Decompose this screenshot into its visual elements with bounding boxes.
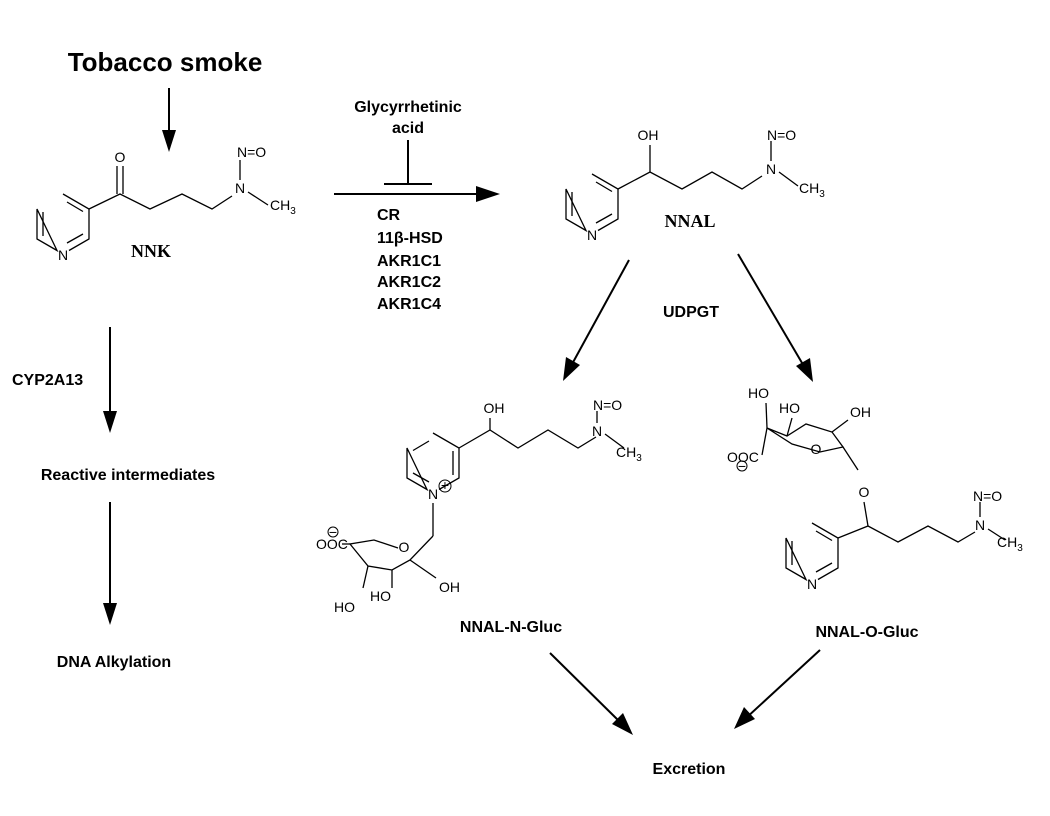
nnal-n-gluc-structure: N + OH N N=O CH3 O OOC − HO HO OH [316,397,642,615]
label-excretion: Excretion [653,761,726,778]
enzyme-udpgt: UDPGT [663,304,719,321]
svg-text:N: N [807,576,817,592]
enzyme-cr: CR [377,207,401,224]
arrow-smoke-to-nnk [162,88,176,152]
enzyme-11b-hsd: 11β-HSD [377,230,443,247]
svg-text:N: N [587,227,597,243]
svg-text:CH3: CH3 [616,444,642,464]
svg-text:−: − [329,524,337,540]
enzyme-cyp2a13: CYP2A13 [12,372,83,389]
inhibitor-label-line2: acid [392,120,424,137]
nnal-o-gluc-structure: O HO HO OH OOC − O N N N=O CH3 [727,385,1023,592]
svg-text:CH3: CH3 [799,180,825,200]
label-reactive-intermediates: Reactive intermediates [41,467,215,484]
label-nnal-o-gluc: NNAL-O-Gluc [815,624,918,641]
svg-text:O: O [115,149,126,165]
svg-text:N=O: N=O [237,144,266,160]
svg-text:N: N [428,486,438,502]
arrow-reactive-to-dna [103,502,117,625]
enzyme-akr1c2: AKR1C2 [377,274,441,291]
arrow-nnal-to-o-gluc [737,253,813,382]
label-dna-alkylation: DNA Alkylation [57,654,171,671]
label-nnk: NNK [131,241,171,261]
svg-text:OOC: OOC [316,536,348,552]
svg-text:OH: OH [638,127,659,143]
arrow-nnk-to-reactive [103,327,117,433]
arrow-nnk-to-nnal [334,186,500,202]
svg-text:+: + [441,477,449,493]
svg-text:−: − [738,458,746,474]
title-tobacco-smoke: Tobacco smoke [68,47,263,77]
nnk-structure: N O N N=O CH3 [36,144,296,263]
svg-text:N: N [592,423,602,439]
svg-text:N: N [58,247,68,263]
svg-text:N=O: N=O [593,397,622,413]
svg-text:OOC: OOC [727,449,759,465]
svg-text:HO: HO [779,400,800,416]
label-nnal-n-gluc: NNAL-N-Gluc [460,619,562,636]
arrow-n-gluc-to-excretion [549,652,633,735]
svg-text:O: O [811,441,822,457]
svg-text:HO: HO [370,588,391,604]
svg-text:O: O [859,484,870,500]
label-nnal: NNAL [664,211,715,231]
arrow-nnal-to-n-gluc [563,259,630,381]
enzyme-akr1c4: AKR1C4 [377,296,441,313]
arrow-o-gluc-to-excretion [734,649,821,729]
svg-text:N: N [975,517,985,533]
svg-text:O: O [399,539,410,555]
svg-text:N=O: N=O [973,488,1002,504]
svg-text:HO: HO [334,599,355,615]
svg-text:OH: OH [850,404,871,420]
inhibition-symbol [384,140,432,185]
svg-text:OH: OH [484,400,505,416]
svg-text:CH3: CH3 [997,534,1023,554]
nnal-structure: N OH N N=O CH3 [565,127,825,243]
svg-text:N: N [235,180,245,196]
svg-text:HO: HO [748,385,769,401]
svg-text:N: N [766,161,776,177]
svg-text:CH3: CH3 [270,197,296,217]
inhibitor-label-line1: Glycyrrhetinic [354,99,462,116]
svg-text:OH: OH [439,579,460,595]
svg-text:N=O: N=O [767,127,796,143]
enzyme-akr1c1: AKR1C1 [377,253,441,270]
